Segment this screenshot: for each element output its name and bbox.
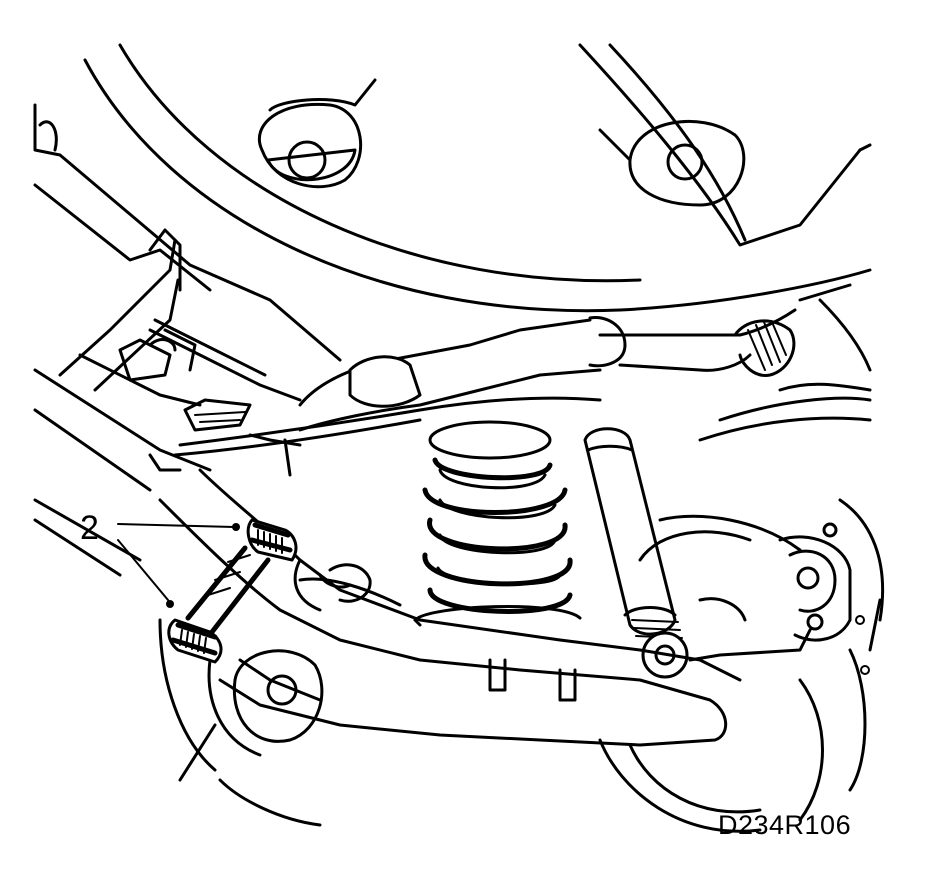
- body-rail: [33, 103, 342, 492]
- right-body-structure: [698, 298, 872, 442]
- shock-absorber: [583, 427, 689, 679]
- right-mount-lug: [598, 119, 746, 207]
- bump-stop-upper: [246, 518, 298, 562]
- alignment-guide-lines: [185, 545, 271, 635]
- floor-pan-outline: [83, 43, 872, 313]
- wheel-hub: [598, 498, 885, 833]
- lower-floor-lines: [33, 498, 322, 827]
- coil-spring: [413, 420, 582, 622]
- figure-code: D234R106: [718, 810, 852, 840]
- callout-leaders: [117, 523, 240, 608]
- exhaust-pipe: [298, 283, 852, 432]
- bump-stop-lower: [167, 618, 223, 664]
- rear-bushing: [158, 618, 324, 772]
- brake-lines: [148, 318, 602, 477]
- control-arm: [158, 468, 742, 747]
- callout-label-2: 2: [80, 509, 99, 547]
- left-mount-lug: [257, 78, 377, 189]
